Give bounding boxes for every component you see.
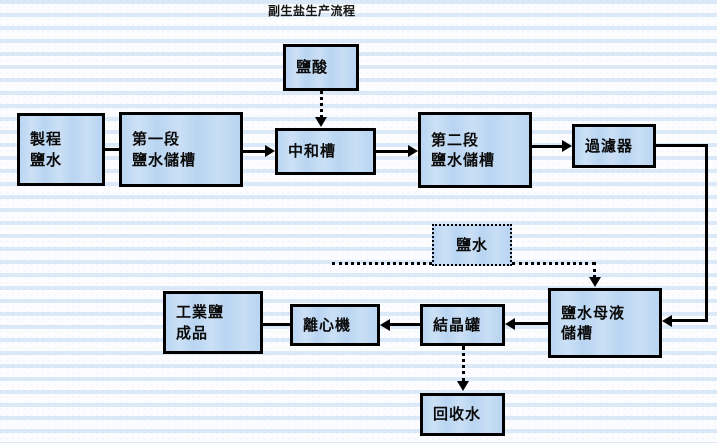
edge-crystallizer-to-centrifuge [390,323,422,326]
arrowhead-acid-to-neutralization [315,117,327,127]
edge-centrifuge-to-industrial-salt [262,323,292,326]
node-label-line: 鹽水母液 [561,303,626,322]
node-centrifuge[interactable]: 離心機 [290,304,380,346]
node-label-line: 結晶罐 [433,315,482,334]
node-label-line: 工業鹽 [176,303,225,322]
arrowhead-crystallizer-to-centrifuge [380,319,390,331]
node-brine-label[interactable]: 鹽水 [432,224,512,266]
node-label-line: 中和槽 [288,142,337,161]
edge-mother-liquor-to-crystallizer [515,322,550,325]
node-label-line: 鹽水儲槽 [132,150,197,169]
arrowhead-filter-to-mother-liquor [662,315,672,327]
node-industrial-salt-product[interactable]: 工業鹽 成品 [163,291,263,354]
node-label-line: 第一段 [132,130,181,149]
node-crystallizer[interactable]: 結晶罐 [420,304,505,346]
page-title: 副生盐生产流程 [268,4,356,18]
arrowhead-stage2-to-filter [562,140,572,152]
node-label-line: 鹽水儲槽 [431,151,496,169]
node-stage2-brine-tank[interactable]: 第二段 鹽水儲槽 [418,112,532,188]
edge-brine-dotted-down [593,262,596,278]
node-brine-mother-liquor-tank[interactable]: 鹽水母液 儲槽 [548,288,662,358]
arrowhead-brine-to-mother-liquor [589,277,601,287]
node-label-line: 鹽水 [30,150,63,169]
edge-acid-to-neutralization [320,91,323,118]
node-label-line: 過濾器 [585,136,634,155]
node-label-line: 離心機 [303,315,352,334]
node-label-line: 成品 [176,323,209,342]
edge-crystallizer-to-recycled-water [462,346,465,382]
node-label-line: 第二段 [431,130,480,149]
edge-stage1-to-neutralization [243,150,267,153]
node-label-line: 回收水 [433,405,482,424]
edge-filter-right [655,144,708,147]
arrowhead-neutralization-to-stage2 [408,145,418,157]
node-filter[interactable]: 過濾器 [572,124,656,168]
arrowhead-mother-liquor-to-crystallizer [505,318,515,330]
edge-stage2-to-filter [532,145,564,148]
node-label-line: 鹽水 [455,235,488,254]
arrowhead-crystallizer-to-recycled-water [457,381,469,391]
node-neutralization-tank[interactable]: 中和槽 [275,128,376,175]
edge-filter-to-mother-liquor [672,319,708,322]
node-label-line: 鹽酸 [296,58,329,77]
node-recycled-water[interactable]: 回收水 [420,393,505,436]
edge-brine-dotted-left [332,262,432,265]
arrowhead-stage1-to-neutralization [265,145,275,157]
edge-process-brine-to-stage1 [104,148,120,151]
edge-brine-dotted-right [512,262,595,265]
edge-neutralization-to-stage2 [376,150,410,153]
node-label-line: 製程 [30,130,63,149]
edge-filter-down [705,144,708,322]
node-hydrochloric-acid[interactable]: 鹽酸 [283,44,359,91]
node-stage1-brine-tank[interactable]: 第一段 鹽水儲槽 [119,112,243,187]
node-label-line: 儲槽 [561,324,594,342]
node-process-brine[interactable]: 製程 鹽水 [17,113,105,186]
